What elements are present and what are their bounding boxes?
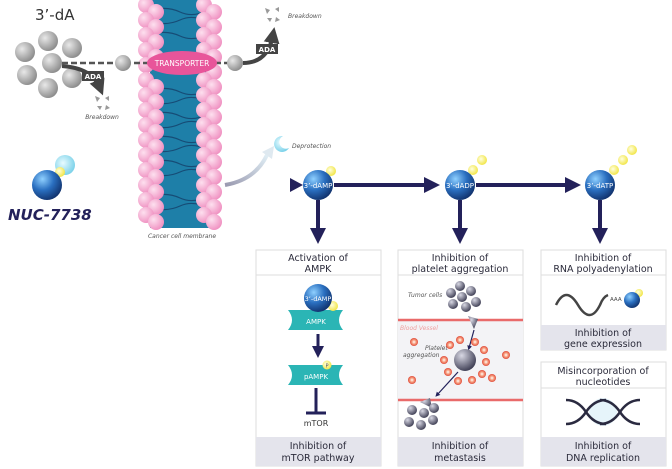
metabolite-3datp: 3’-dATP	[585, 145, 637, 200]
platelet	[471, 338, 479, 346]
mtor-label: mTOR	[304, 419, 329, 428]
panel-header: RNA polyadenylation	[553, 264, 652, 275]
3damp-bound-label: 3’-dAMP	[305, 295, 332, 303]
breakdown-fragments-right-icon	[265, 7, 280, 22]
panel-footer: metastasis	[434, 453, 486, 464]
tumor-cells-label: Tumor cells	[408, 292, 442, 299]
transporter	[147, 51, 217, 75]
pampk-label: pAMPK	[304, 373, 328, 381]
panel-footer: Inhibition of	[575, 441, 632, 452]
aggregation-label: Platelet	[425, 345, 448, 352]
ada-label-right: ADA	[259, 46, 276, 54]
panel-platelet: Inhibition of platelet aggregation Blood…	[397, 249, 524, 467]
metabolite-label: 3’-dATP	[587, 182, 613, 190]
cancer-cell-membrane	[138, 0, 222, 230]
ada-badge-left	[82, 71, 104, 81]
tumor-cell-circulating	[454, 349, 476, 371]
phospho-icon	[322, 360, 332, 370]
panel-footer: gene expression	[564, 339, 642, 350]
platelets	[408, 336, 510, 385]
membrane-caption: Cancer cell membrane	[148, 233, 216, 240]
metastasis-cluster	[404, 398, 439, 430]
ada-label-left: ADA	[85, 73, 102, 81]
metabolite-label: 3’-dAMP	[304, 182, 333, 190]
breakdown-label-left: Breakdown	[85, 114, 119, 121]
platelet	[456, 336, 464, 344]
panel-footer: mTOR pathway	[282, 453, 355, 464]
platelet	[488, 374, 496, 382]
panel-header: nucleotides	[576, 377, 631, 388]
panel-footer: DNA replication	[566, 453, 640, 464]
platelet	[410, 338, 418, 346]
3da-molecule-inside	[227, 55, 243, 71]
3da-molecules	[15, 31, 82, 98]
ada-badge-right	[256, 44, 278, 54]
transporter-label: TRANSPORTER	[154, 59, 210, 68]
misincorporation-glow	[589, 398, 617, 426]
platelet	[444, 368, 452, 376]
breakdown-fragments-left-icon	[95, 96, 110, 110]
panel-header: Misincorporation of	[557, 366, 649, 377]
panel-header: Inhibition of	[575, 253, 632, 264]
3damp-bound	[304, 284, 332, 312]
panel-ampk: Activation of AMPK AMPK 3’-dAMP pAMPK P …	[255, 249, 382, 467]
platelet	[478, 370, 486, 378]
panel-header: Inhibition of	[432, 253, 489, 264]
metabolite-label: 3’-dADP	[446, 182, 474, 190]
panel-rna: Inhibition of RNA polyadenylation AAA In…	[540, 249, 667, 351]
deprotection-label: Deprotection	[292, 143, 331, 150]
panel-header: AMPK	[305, 264, 332, 275]
breakdown-label-right: Breakdown	[288, 13, 322, 20]
panel-header: Activation of	[288, 253, 348, 264]
platelet	[502, 351, 510, 359]
panel-footer: Inhibition of	[432, 441, 489, 452]
dna-helix-icon	[565, 398, 641, 426]
metabolite-3dadp: 3’-dADP	[445, 155, 487, 200]
ampk-protein	[288, 310, 343, 330]
platelet	[440, 356, 448, 364]
metabolite-3damp: 3’-dAMP	[303, 166, 336, 200]
mrna-strand-icon	[554, 293, 609, 317]
3da-molecule	[115, 55, 131, 71]
platelet	[480, 346, 488, 354]
lipid-head	[148, 214, 164, 230]
panel-footer: Inhibition of	[290, 441, 347, 452]
platelet	[482, 358, 490, 366]
protecting-group-icon	[274, 135, 289, 152]
phospho-label: P	[325, 364, 328, 370]
ada-arrow-right	[242, 27, 280, 65]
platelet	[454, 377, 462, 385]
lipid-head	[206, 214, 222, 230]
polya-tail-label: AAA	[610, 297, 622, 303]
platelet	[408, 376, 416, 384]
nuc7738-molecule	[32, 170, 62, 200]
aggregation-label: aggregation	[403, 352, 440, 359]
blood-vessel-label: Blood Vessel	[400, 325, 438, 332]
deprotection-arrow	[224, 154, 269, 187]
ampk-label: AMPK	[306, 318, 326, 326]
platelet	[446, 341, 454, 349]
panel-footer: Inhibition of	[575, 328, 632, 339]
platelet	[468, 376, 476, 384]
panel-dna: Misincorporation of nucleotides Inhibiti…	[540, 361, 667, 467]
drug-name: NUC-7738	[8, 206, 92, 224]
pampk-protein	[288, 365, 343, 385]
3da-label: 3’-dA	[35, 6, 75, 24]
3datp-incorporated	[624, 292, 640, 308]
panel-header: platelet aggregation	[412, 264, 509, 275]
tumor-cells-cluster	[446, 281, 481, 329]
